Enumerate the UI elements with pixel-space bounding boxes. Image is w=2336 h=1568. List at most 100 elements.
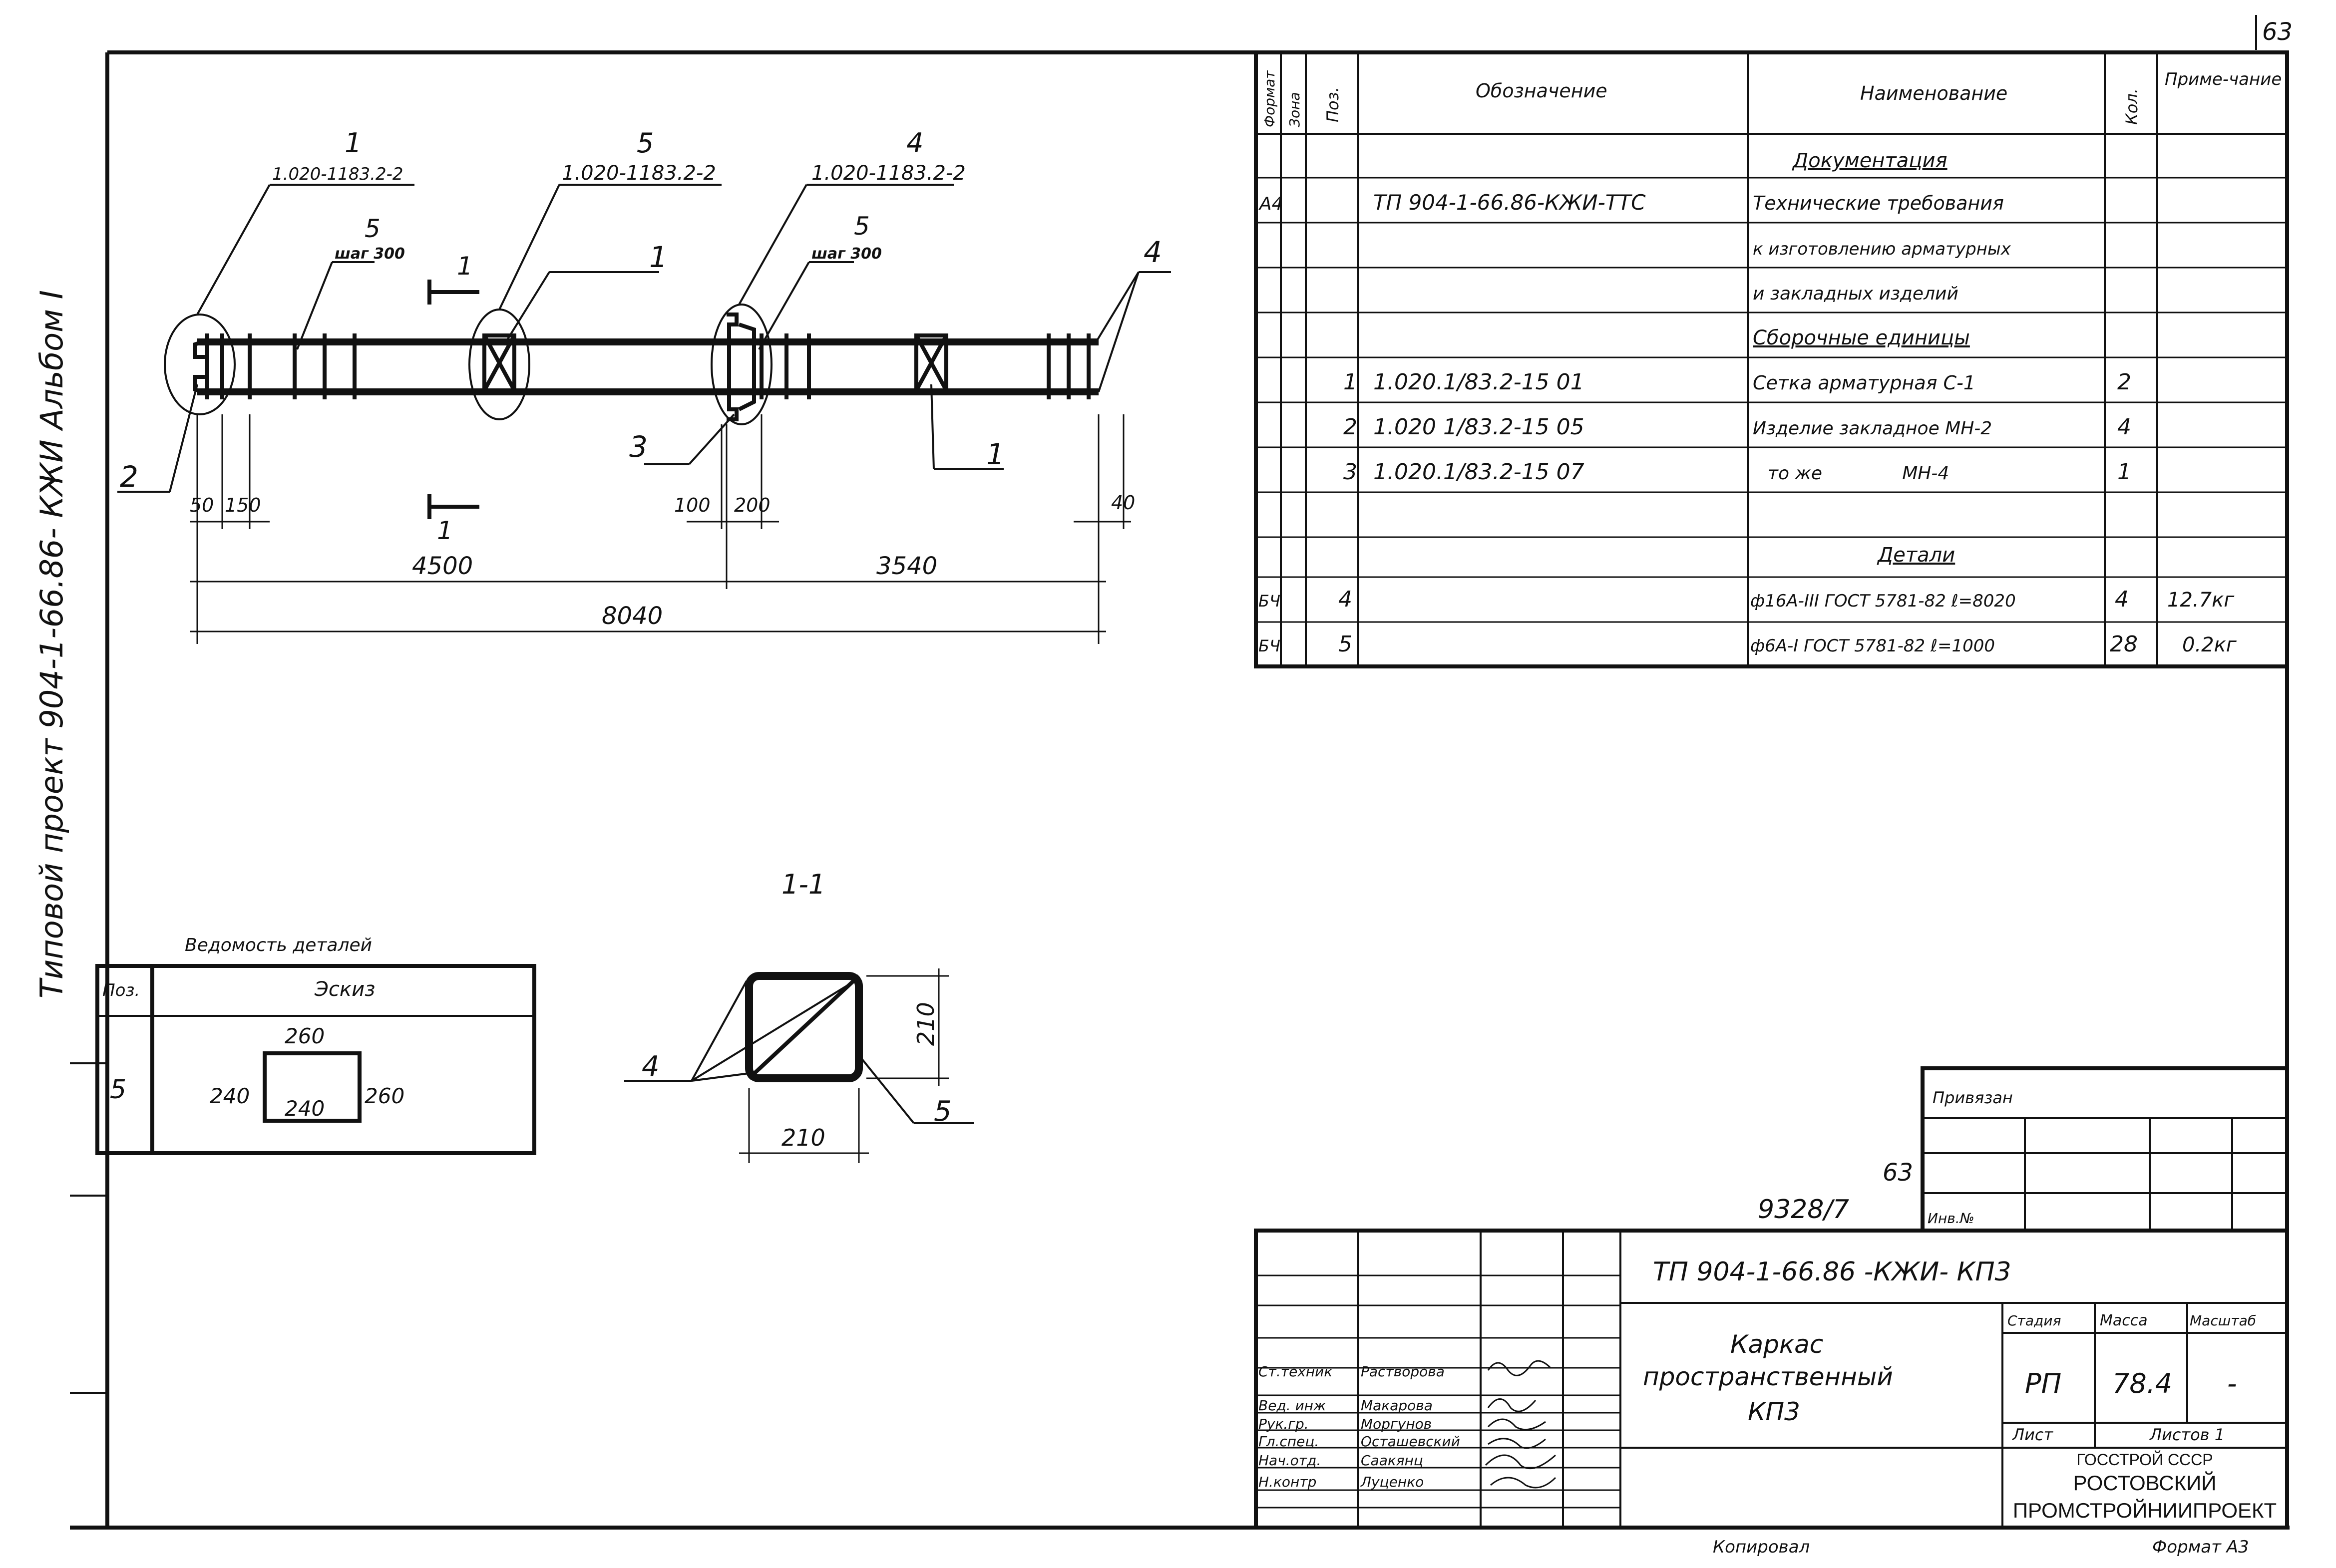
- inventory-number: 9328/7: [1758, 1195, 1849, 1225]
- row-note: 0.2кг: [2182, 633, 2237, 656]
- row-pos: 2: [1343, 414, 1357, 440]
- object-name-line2: пространственный: [1643, 1362, 1893, 1391]
- row-name: к изготовлению арматурных: [1753, 239, 2011, 259]
- spec-row: 3 1.020.1/83.2-15 07 то же МН-4 1: [1343, 459, 2131, 485]
- row-pos: 3: [1343, 459, 1357, 485]
- spec-row: 2 1.020 1/83.2-15 05 Изделие закладное М…: [1343, 414, 2131, 440]
- stirrups-right-end: [1047, 333, 1091, 399]
- signatory-role: Н.контр: [1258, 1474, 1316, 1490]
- row-name: Технические требования: [1753, 192, 2004, 214]
- mass-value: 78.4: [2112, 1368, 2172, 1399]
- specification-table: [1254, 50, 2289, 668]
- side-stamp: Типовой проект 904-1-66.86- КЖИ Альбом I: [33, 290, 70, 998]
- callout-ref: 1.020-1183.2-2: [272, 164, 403, 184]
- row-name: Сетка арматурная С-1: [1753, 372, 1975, 394]
- object-name-line3: КП3: [1748, 1397, 1800, 1426]
- signatory-name: Растворова: [1361, 1363, 1445, 1380]
- spec-row: БЧ 4 ф16А-III ГОСТ 5781-82 ℓ=8020 4 12.7…: [1258, 587, 2235, 612]
- detail-ellipse-mn4: [711, 304, 773, 425]
- dim-200: 200: [734, 494, 771, 516]
- dim-150: 150: [225, 494, 261, 516]
- title-sheet-no: 63: [1883, 1159, 1913, 1187]
- row-note: 12.7кг: [2167, 589, 2235, 612]
- spec-row: БЧ 5 ф6А-I ГОСТ 5781-82 ℓ=1000 28 0.2кг: [1258, 631, 2237, 657]
- header-name: Наименование: [1860, 82, 2007, 104]
- mass-label: Масса: [2100, 1312, 2148, 1329]
- org-line1: ГОССТРОЙ СССР: [2076, 1451, 2213, 1469]
- signatory-name: Моргунов: [1361, 1416, 1432, 1432]
- row-name: Документация: [1792, 149, 1947, 172]
- scale-value: -: [2227, 1368, 2237, 1399]
- signatory-role: Ст.техник: [1258, 1363, 1332, 1380]
- dim-4500: 4500: [412, 552, 473, 580]
- section-mark-bottom: 1: [437, 516, 453, 545]
- spec-row: А4 ТП 904-1-66.86-КЖИ-ТТС Технические тр…: [1258, 190, 2004, 215]
- header-zone: Зона: [1286, 92, 1303, 127]
- drawing-code: ТП 904-1-66.86 -КЖИ- КП3: [1653, 1257, 2011, 1287]
- callout-pos: 5: [637, 127, 654, 159]
- row-qty: 4: [2117, 414, 2131, 440]
- row-pos: 4: [1338, 587, 1352, 612]
- signatory-name: Макарова: [1361, 1397, 1433, 1414]
- org-line3: ПРОМСТРОЙНИИПРОЕКТ: [2013, 1498, 2277, 1522]
- signatories: Ст.техник Растворова Вед. инж Макарова Р…: [1258, 1363, 1460, 1490]
- copied-label: Копировал: [1713, 1537, 1810, 1557]
- sheet-label: Лист: [2012, 1425, 2053, 1444]
- row-designation: ТП 904-1-66.86-КЖИ-ТТС: [1373, 190, 1646, 215]
- section-cut-marker: [427, 280, 479, 519]
- org-line2: РОСТОВСКИЙ: [2073, 1471, 2217, 1495]
- details-col-pos: Поз.: [102, 980, 140, 1000]
- section-title: 1-1: [781, 869, 825, 900]
- signatory-role: Гл.спец.: [1258, 1433, 1319, 1450]
- callout-pos: 4: [906, 127, 923, 159]
- stirrup-sketch: [263, 1051, 362, 1123]
- callout-ref: 1.020-1183.2-2: [562, 162, 716, 185]
- section-mark-top: 1: [457, 252, 473, 281]
- signatory-name: Осташевский: [1361, 1433, 1460, 1450]
- dim-100: 100: [674, 494, 711, 516]
- embedded-label-pos3: 3: [629, 430, 648, 464]
- sheets-label: Листов 1: [2149, 1425, 2225, 1444]
- row-qty: 28: [2110, 631, 2138, 657]
- sketch-left: 240: [210, 1084, 250, 1108]
- scale-label: Масштаб: [2190, 1312, 2256, 1329]
- row-name: Детали: [1877, 544, 1955, 567]
- row-name: Сборочные единицы: [1753, 326, 1970, 349]
- section-pos-rebar: 4: [642, 1050, 660, 1083]
- format-label: Формат А3: [2152, 1537, 2249, 1557]
- stage-label: Стадия: [2007, 1312, 2061, 1329]
- stirrup-pos-left: 5: [365, 214, 381, 243]
- row-designation: 1.020.1/83.2-15 07: [1373, 459, 1584, 485]
- spec-row: и закладных изделий: [1753, 284, 1958, 304]
- section-stirrup: [745, 972, 863, 1082]
- rebar-label-pos4: 4: [1144, 235, 1162, 269]
- details-col-sketch: Эскиз: [314, 978, 375, 1001]
- spec-row: Детали: [1877, 544, 1955, 567]
- section-width: 210: [781, 1124, 825, 1151]
- row-format: А4: [1258, 194, 1283, 214]
- row-format: БЧ: [1258, 592, 1280, 611]
- dim-40: 40: [1111, 492, 1135, 514]
- stirrup-step-left: шаг 300: [335, 245, 405, 263]
- title-block: Привязан 63 9328/7 Инв.№ ТП 904-1-66.86 …: [1254, 1066, 2289, 1530]
- stirrup-step-right: шаг 300: [811, 245, 882, 263]
- callout-leaders: [117, 184, 1171, 493]
- signatory-role: Рук.гр.: [1258, 1416, 1309, 1432]
- spec-rows: Документация А4 ТП 904-1-66.86-КЖИ-ТТС Т…: [1258, 149, 2237, 657]
- stirrups-left: [205, 333, 357, 399]
- mesh-label-right: 1: [986, 437, 1005, 471]
- section-dimensions: [739, 968, 949, 1163]
- details-row-pos: 5: [110, 1075, 126, 1105]
- section-pos-stirrup: 5: [934, 1095, 952, 1128]
- dim-50: 50: [190, 494, 214, 516]
- signatory-role: Нач.отд.: [1258, 1452, 1321, 1469]
- mesh-label-middle: 1: [649, 240, 668, 274]
- attached-label: Привязан: [1933, 1088, 2013, 1107]
- embedded-label-pos2: 2: [120, 460, 138, 494]
- spec-header: Формат Зона Поз. Обозначение Наименовани…: [1261, 69, 2282, 127]
- details-title: Ведомость деталей: [185, 935, 372, 955]
- section-height: 210: [912, 1002, 939, 1046]
- stage-value: РП: [2025, 1368, 2061, 1399]
- row-qty: 1: [2117, 459, 2131, 485]
